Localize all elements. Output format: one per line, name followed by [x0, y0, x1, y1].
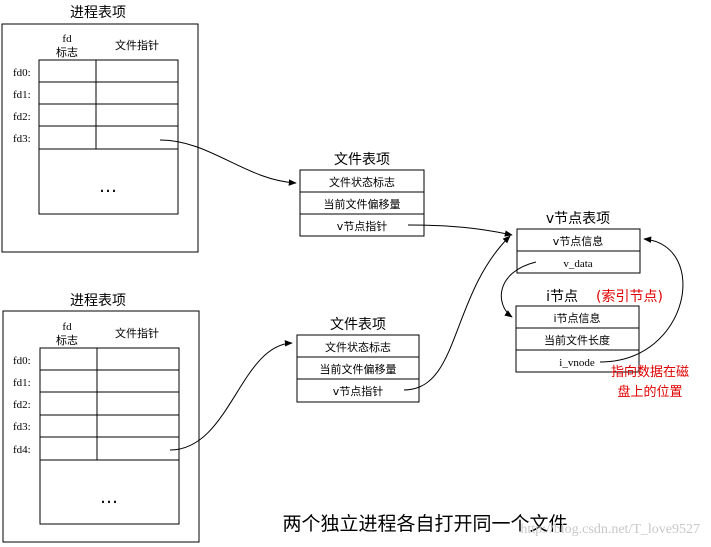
- process-table-2-col-flags: 标志: [56, 333, 78, 347]
- process-table-2-frame: [2, 310, 200, 543]
- diagram-caption: 两个独立进程各自打开同一个文件: [282, 513, 567, 535]
- file-table-1: 文件表项 文件状态标志 当前文件偏移量 v节点指针: [299, 152, 425, 237]
- arrow-fd4-to-file-table-2: [169, 340, 293, 451]
- annotation-line-2: 盘上的位置: [617, 384, 682, 400]
- process-table-1-row-fd2: fd2:: [13, 111, 31, 123]
- process-table-2-row-fd3: fd3:: [13, 421, 31, 433]
- file-table-2-row-offset: 当前文件偏移量: [320, 362, 397, 376]
- inode-title: i节点: [546, 289, 578, 305]
- inode-table: i节点 (索引节点) i节点信息 当前文件长度 i_vnode: [515, 288, 663, 373]
- process-table-1-col-fd: fd: [62, 33, 72, 45]
- file-table-2-box: [296, 334, 420, 403]
- process-table-1-title: 进程表项: [70, 5, 126, 21]
- process-table-2-row-fd0: fd0:: [13, 355, 31, 367]
- vnode-table-row-vdata: v_data: [563, 258, 592, 270]
- process-table-1-grid: [38, 59, 179, 215]
- inode-row-length: 当前文件长度: [544, 333, 610, 347]
- arrow-ivnode-to-vnode: [599, 236, 684, 363]
- file-table-2: 文件表项 文件状态标志 当前文件偏移量 v节点指针: [296, 317, 420, 403]
- arrow-file-table-2-to-vnode: [403, 235, 511, 391]
- process-table-2-row-fd2: fd2:: [13, 399, 31, 411]
- inode-subtitle: (索引节点): [596, 288, 663, 305]
- arrow-fd3-to-file-table-1: [159, 139, 297, 186]
- vnode-table: v节点表项 v节点信息 v_data: [516, 211, 641, 274]
- file-table-1-box: [299, 169, 425, 237]
- file-table-2-row-flags: 文件状态标志: [325, 340, 391, 354]
- inode-box: [515, 305, 640, 373]
- inode-row-ivnode: i_vnode: [559, 357, 595, 369]
- process-table-2-col-ptr: 文件指针: [115, 326, 159, 340]
- annotation-line-1: 指向数据在磁: [611, 364, 689, 380]
- process-table-1: 进程表项 fd 标志 文件指针 fd0: fd1: fd2: fd3: …: [1, 5, 199, 253]
- process-table-1-row-fd3: fd3:: [13, 133, 31, 145]
- process-table-2-row-fd4: fd4:: [13, 444, 31, 456]
- vnode-table-title: v节点表项: [546, 211, 610, 227]
- arrow-vdata-to-inode: [500, 261, 537, 318]
- file-table-1-row-offset: 当前文件偏移量: [324, 197, 401, 211]
- process-table-1-ellipsis: …: [99, 176, 117, 197]
- process-table-1-col-flags: 标志: [56, 45, 78, 59]
- process-table-2-row-fd1: fd1:: [13, 377, 31, 389]
- file-table-1-row-flags: 文件状态标志: [329, 175, 395, 189]
- process-table-2: 进程表项 fd 标志 文件指针 fd0: fd1: fd2: fd3: fd4:…: [2, 293, 200, 543]
- arrow-file-table-1-to-vnode: [407, 224, 513, 237]
- process-table-2-col-fd: fd: [62, 321, 72, 333]
- file-table-2-row-vnode-ptr: v节点指针: [333, 384, 384, 398]
- process-table-1-row-fd0: fd0:: [13, 67, 31, 79]
- process-table-1-col-ptr: 文件指针: [115, 38, 159, 52]
- vnode-table-row-info: v节点信息: [553, 234, 604, 248]
- process-table-1-row-fd1: fd1:: [13, 89, 31, 101]
- process-table-1-frame: [1, 23, 199, 253]
- file-table-1-title: 文件表项: [334, 152, 390, 168]
- file-table-1-row-vnode-ptr: v节点指针: [337, 219, 388, 233]
- process-table-2-title: 进程表项: [70, 293, 126, 309]
- file-table-2-title: 文件表项: [330, 317, 386, 333]
- process-table-2-grid: [39, 347, 180, 525]
- inode-row-info: i节点信息: [553, 311, 600, 325]
- process-table-2-ellipsis: …: [100, 487, 118, 508]
- watermark: http://blog.csdn.net/T_love9527: [520, 522, 700, 537]
